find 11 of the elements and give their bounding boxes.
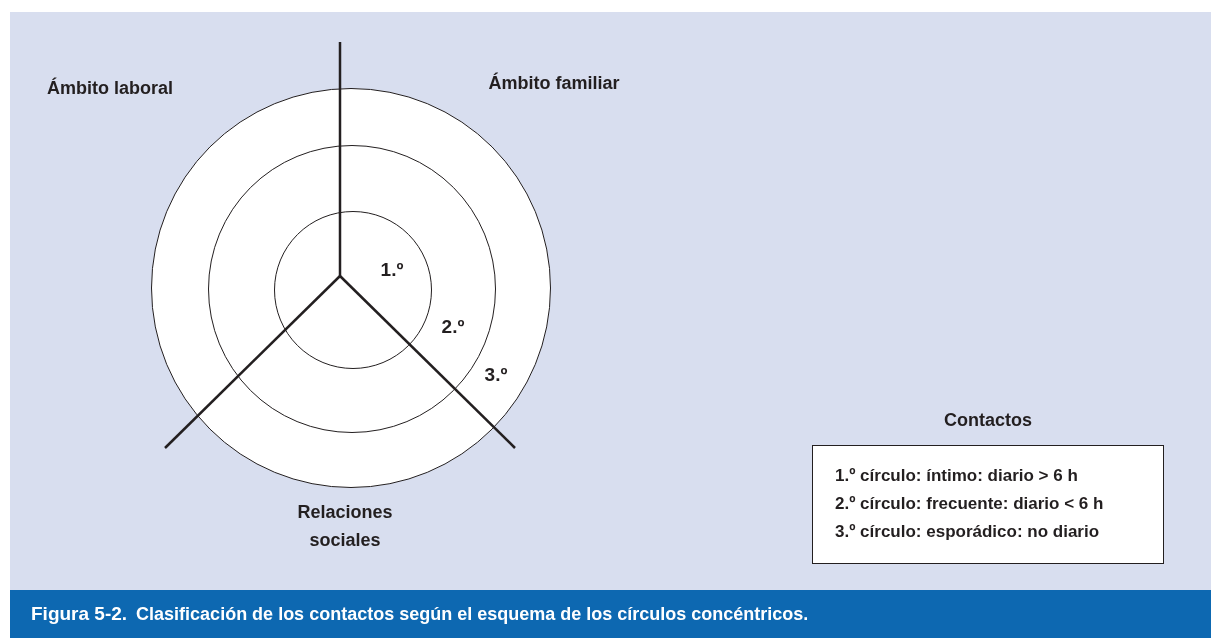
legend-entry: 3.º círculo: esporádico: no diario bbox=[835, 521, 1101, 543]
circle-number: 2.º bbox=[441, 316, 465, 338]
legend-entry: 2.º círculo: frecuente: diario < 6 h bbox=[835, 493, 1105, 515]
figure-caption: Figura 5-2. Clasificación de los contactos según el esquema de los círculos concéntricos. bbox=[31, 603, 809, 625]
sector-label: Ámbito familiar bbox=[487, 71, 621, 95]
sector-label: Ámbito laboral bbox=[46, 76, 174, 100]
legend-title: Contactos bbox=[943, 410, 1033, 431]
sector-label: Relaciones sociales bbox=[296, 501, 394, 552]
circle-number: 1.º bbox=[380, 259, 404, 281]
legend-entry: 1.º círculo: íntimo: diario > 6 h bbox=[835, 465, 1079, 487]
circle-number: 3.º bbox=[484, 364, 508, 386]
